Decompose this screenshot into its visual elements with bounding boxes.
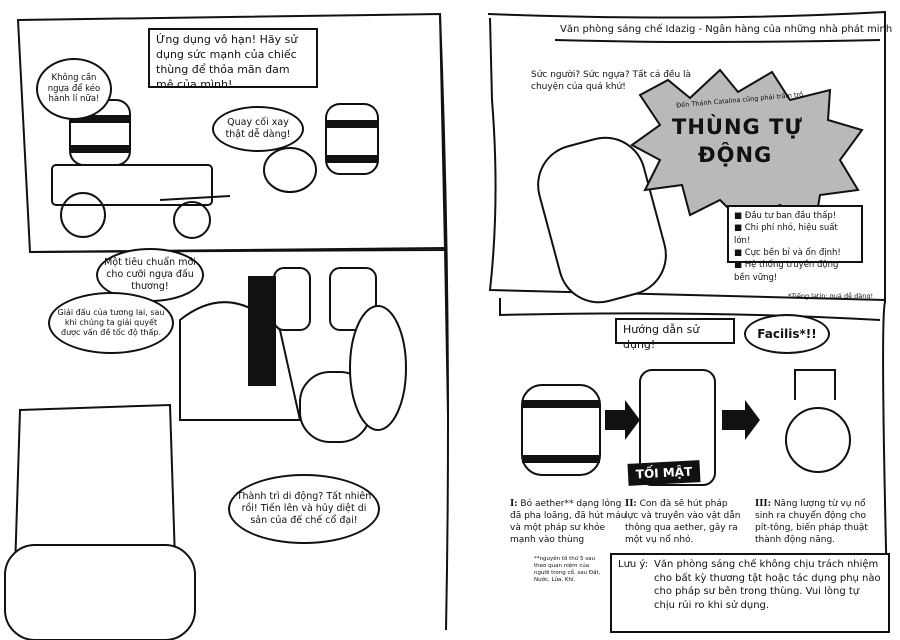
facilis-bubble: Facilis*!! — [744, 314, 830, 354]
step-number: I: — [510, 499, 518, 509]
step-1: I: Bỏ aether** dạng lỏng đã pha loãng, đ… — [510, 498, 628, 547]
feature-item: Hệ thống truyền động bền vững! — [734, 259, 856, 284]
speech-bubble-future: Giải đấu của tương lai, sau khi chúng ta… — [48, 292, 174, 354]
disclaimer-text: Văn phòng sáng chế không chịu trách nhiệ… — [654, 559, 881, 611]
caption-top: Ứng dụng vô hạn! Hãy sử dụng sức mạnh củ… — [148, 28, 318, 91]
page-header: Văn phòng sáng chế Idazig - Ngân hàng củ… — [560, 24, 893, 35]
disclaimer-box: Lưu ý: Văn phòng sáng chế không chịu trá… — [610, 553, 890, 633]
title-burst — [630, 68, 864, 227]
step-number: II: — [625, 499, 637, 509]
step-3: III: Năng lượng từ vụ nổ sinh ra chuyển … — [755, 498, 873, 547]
step-number: III: — [755, 499, 771, 509]
footnote: **nguyên tố thứ 5 sau theo quan niệm của… — [534, 556, 601, 584]
step-2: II: Con đà sẽ hút pháp lực và truyền vào… — [625, 498, 743, 547]
feature-list: Đầu tư ban đầu thấp! Chi phí nhỏ, hiệu s… — [727, 205, 863, 283]
disclaimer-label: Lưu ý: — [618, 559, 648, 570]
speech-bubble-cart: Không cần ngựa để kéo hành lí nữa! — [36, 58, 112, 120]
feature-item: Chi phí nhỏ, hiệu suất lớn! — [734, 222, 856, 247]
right-frame — [487, 10, 889, 631]
feature-item: Đầu tư ban đầu thấp! — [734, 210, 856, 222]
barrel-mill — [325, 103, 379, 175]
product-title-line2: ĐỘNG — [698, 143, 773, 167]
product-title-line1: THÙNG TỰ — [672, 115, 803, 139]
top-secret-label: TỐI MẬT — [627, 460, 701, 486]
intro-text: Sức người? Sức ngựa? Tất cả đều là chuyệ… — [531, 70, 692, 92]
feature-item: Cực bền bỉ và ổn định! — [734, 247, 856, 259]
step-text: Năng lượng từ vụ nổ sinh ra chuyển động … — [755, 499, 868, 546]
step-text: Bỏ aether** dạng lỏng đã pha loãng, đã h… — [510, 499, 627, 546]
speech-bubble-mill: Quay cối xay thật dễ dàng! — [212, 106, 304, 152]
guide-title: Hướng dẫn sử dụng! — [615, 318, 735, 351]
speech-bubble-joust: Một tiêu chuẩn mới cho cưỡi ngựa đấu thư… — [96, 248, 204, 302]
speech-bubble-fortress: Thành trì di động? Tất nhiên rồi! Tiến l… — [228, 474, 380, 544]
barrel-main — [537, 136, 667, 304]
latin-note: *Tiếng latin: quá dễ dàng! — [788, 292, 874, 300]
step-text: Con đà sẽ hút pháp lực và truyền vào vật… — [625, 499, 741, 546]
